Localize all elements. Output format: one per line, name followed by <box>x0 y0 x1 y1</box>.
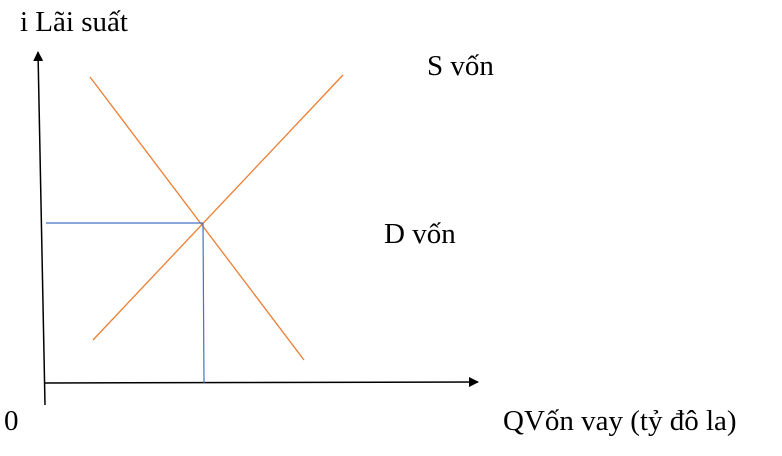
y-axis-label: i Lãi suất <box>20 6 128 38</box>
demand-curve-label: D vốn <box>384 218 456 250</box>
origin-label: 0 <box>4 405 19 437</box>
supply-curve-label: S vốn <box>427 50 494 82</box>
x-axis <box>44 377 479 388</box>
supply-curve <box>92 74 344 341</box>
equilibrium-quantity-guide <box>202 222 205 384</box>
y-axis <box>33 51 46 406</box>
demand-curve <box>89 76 305 361</box>
x-axis-label: QVốn vay (tỷ đô la) <box>503 405 737 437</box>
